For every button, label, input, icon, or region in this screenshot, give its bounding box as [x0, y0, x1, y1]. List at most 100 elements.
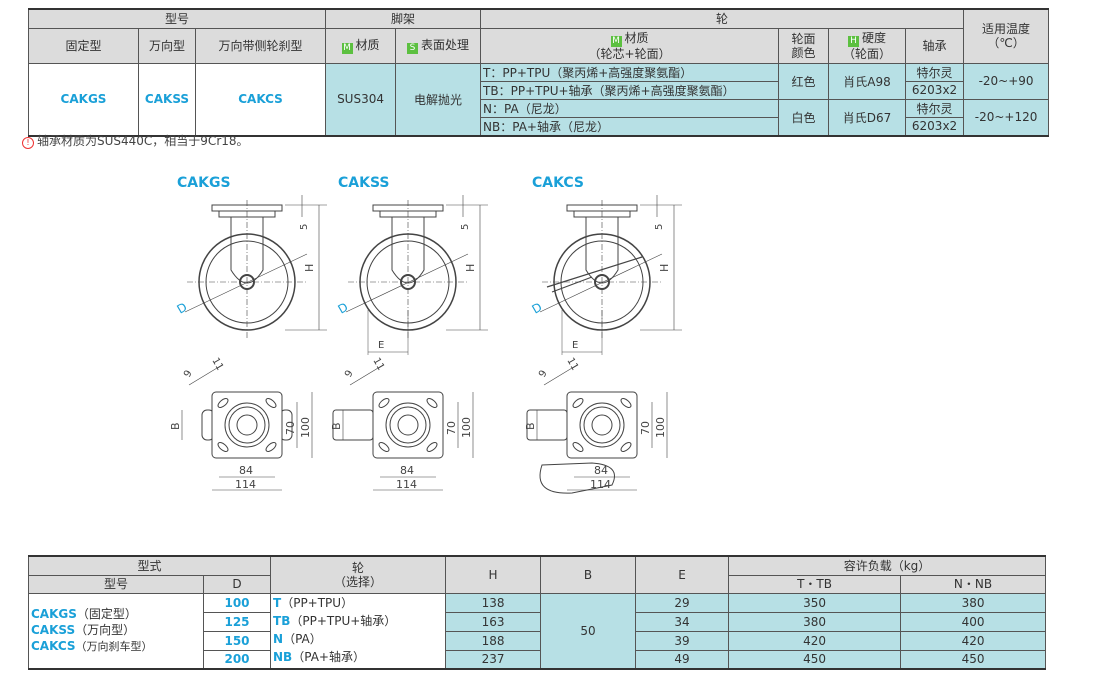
load-t-tb: 420 [728, 630, 902, 651]
header-n-nb: N・NB [900, 574, 1047, 594]
wheel-material-t: T：PP+TPU（聚丙烯+高强度聚氨酯） [480, 62, 780, 82]
model-list: CAKGS（固定型） CAKSS（万向型） CAKCS（万向刹车型） [28, 592, 204, 670]
header-d: D [202, 574, 272, 594]
load-t-tb: 450 [728, 649, 902, 670]
dim-5: 5 [654, 224, 665, 230]
d-value: 150 [202, 630, 272, 651]
dim-84: 84 [400, 464, 414, 477]
wheel-option: N（PA） [273, 631, 322, 646]
dim-100: 100 [460, 417, 473, 438]
load-n-nb: 450 [900, 649, 1047, 670]
dim-114: 114 [590, 478, 611, 491]
header-color: 轮面颜色 [778, 27, 830, 64]
dim-5: 5 [299, 224, 310, 230]
header-wheel-select: 轮（选择） [270, 555, 447, 594]
d-value: 100 [202, 592, 272, 613]
drawing-title: CAKCS [532, 175, 584, 191]
dim-b: B [524, 422, 537, 430]
brake-model: CAKCS [194, 62, 327, 136]
dim-d: D [336, 300, 351, 317]
model-item: CAKCS（万向刹车型） [31, 639, 153, 654]
top-view [526, 364, 668, 494]
dim-e-lines [367, 310, 409, 355]
hardness-a98: 肖氏A98 [828, 62, 907, 100]
dim-d: D [175, 300, 190, 317]
load-n-nb: 380 [900, 592, 1047, 613]
dim-11: 11 [564, 356, 580, 373]
wheel-options: T（PP+TPU） TB（PP+TPU+轴承） N（PA） NB（PA+轴承） [270, 592, 447, 670]
drawing-cakcs: CAKCS 5 H D E [524, 175, 682, 494]
e-value: 39 [635, 630, 730, 651]
bearing-note: !轴承材质为SUS440C，相当于9Cr18。 [22, 132, 249, 149]
wheel-option: T（PP+TPU） [273, 595, 354, 610]
wheel-material-tb: TB：PP+TPU+轴承（聚丙烯+高强度聚氨酯） [480, 80, 780, 100]
dim-100: 100 [299, 417, 312, 438]
dim-d: D [530, 300, 545, 317]
h-value: 237 [445, 649, 542, 670]
load-n-nb: 400 [900, 611, 1047, 632]
e-value: 34 [635, 611, 730, 632]
dim-h: H [464, 264, 477, 272]
dim-11: 11 [209, 356, 225, 373]
dim-70: 70 [445, 421, 458, 435]
swivel-model: CAKSS [138, 62, 196, 136]
fixed-model: CAKGS [28, 62, 139, 136]
d-value: 125 [202, 611, 272, 632]
drawing-cakgs: CAKGS 5 H D [169, 175, 327, 491]
wheel-material-n: N：PA（尼龙） [480, 98, 780, 118]
header-model: 型号 [27, 8, 327, 29]
bearing-3: 特尔灵 [905, 98, 965, 118]
wheel-option: TB（PP+TPU+轴承） [273, 613, 397, 628]
header-temp: 适用温度（℃） [963, 8, 1050, 64]
header-swivel: 万向型 [138, 27, 196, 64]
header-t-tb: T・TB [728, 574, 902, 594]
h-value: 188 [445, 630, 542, 651]
load-n-nb: 420 [900, 630, 1047, 651]
dim-9: 9 [182, 368, 195, 379]
dim-11: 11 [370, 356, 386, 373]
temp-2: -20~+120 [963, 98, 1050, 136]
header-bracket: 脚架 [325, 8, 482, 29]
color-white: 白色 [778, 98, 830, 136]
header-load: 容许负载（kg） [728, 555, 1047, 576]
e-value: 49 [635, 649, 730, 670]
header-wheel: 轮 [480, 8, 965, 29]
load-t-tb: 380 [728, 611, 902, 632]
header-brake: 万向带侧轮刹型 [194, 27, 327, 64]
header-h: H [445, 555, 542, 594]
dim-114: 114 [396, 478, 417, 491]
header-e: E [635, 555, 730, 594]
dim-9: 9 [537, 368, 550, 379]
bearing-2: 6203x2 [905, 80, 965, 100]
dim-h: H [303, 264, 316, 272]
warning-icon: ! [22, 137, 34, 149]
dim-114: 114 [235, 478, 256, 491]
color-red: 红色 [778, 62, 830, 100]
drawing-title: CAKSS [338, 175, 390, 191]
dim-84: 84 [239, 464, 253, 477]
dim-e-lines [561, 310, 603, 355]
h-value: 163 [445, 611, 542, 632]
dim-h: H [658, 264, 671, 272]
drawing-title: CAKGS [177, 175, 231, 191]
side-view [184, 195, 327, 340]
dim-5: 5 [460, 224, 471, 230]
dim-70: 70 [284, 421, 297, 435]
b-value: 50 [540, 592, 637, 670]
hardness-d67: 肖氏D67 [828, 98, 907, 136]
hardness-tag-icon: H [848, 35, 860, 47]
material-tag-icon: M [341, 42, 353, 54]
dim-b: B [330, 422, 343, 430]
dim-e: E [572, 340, 578, 351]
temp-1: -20~+90 [963, 62, 1050, 100]
header-fixed: 固定型 [28, 27, 139, 64]
bracket-surface: 电解抛光 [395, 62, 482, 136]
model-item: CAKGS（固定型） [31, 607, 137, 622]
top-view [181, 364, 313, 491]
bracket-material: SUS304 [325, 62, 397, 136]
